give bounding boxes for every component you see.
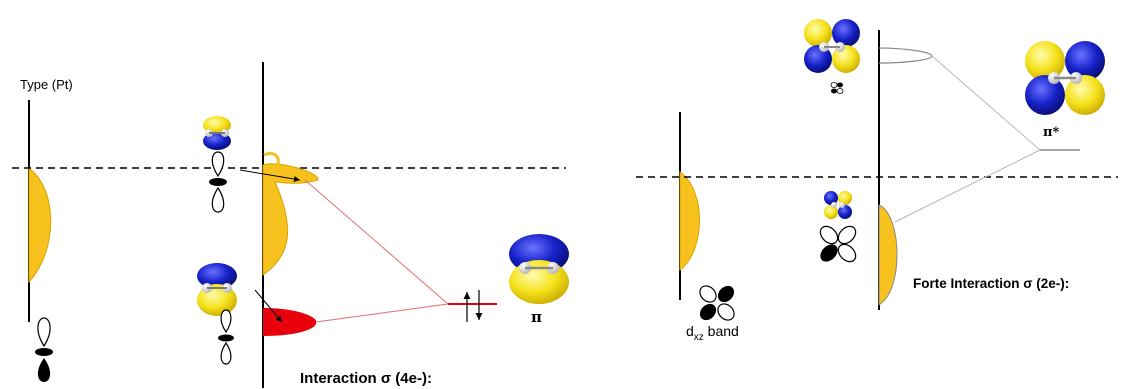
pt-dz2-orbital-icon [35,317,53,382]
antibonding-band-outline [878,47,933,64]
pt-dz2-orbital-icon [218,309,234,365]
arrow-to-bonding [254,289,283,323]
small-dxz-orbital-icon [830,82,844,94]
dxz-band-subscript: xz [693,331,704,343]
connector-lower-right [894,149,1041,223]
dxz-band-label: dxz band [686,323,739,343]
electron-pair-arrows-icon [463,290,483,322]
dxz-orbital-icon [819,225,857,263]
connector-upper [304,179,449,305]
pi-label: π [531,308,542,326]
pi-star-orbital-icon [804,19,860,73]
bonding-orbital-small-icon [824,191,852,219]
ethylene-pi-star-orbital-icon [1025,41,1105,115]
connector-lower [315,303,449,323]
ethylene-pi-orbital-icon [509,234,569,304]
antibonding-band-curve [262,163,319,276]
type-pt-label: Type (Pt) [20,77,73,92]
dxz-band-curve [679,171,700,272]
occupied-band-curve [263,308,317,336]
pt-dz2-orbital-icon [209,151,227,213]
bonding-band-curve [878,204,898,306]
forte-interaction-label: Forte Interaction σ (2e-): [913,276,1070,291]
connector-upper-right [931,55,1041,151]
interaction-4e-label: Interaction σ (4e-): [300,370,432,387]
pt-d-band-curve [28,166,52,284]
dxz-orbital-icon [699,285,735,321]
band-top-arc [263,151,280,166]
arrow-to-antibonding [239,169,301,182]
dxz-band-main: d [686,323,694,339]
antibonding-orbital-icon [203,116,231,150]
left-panel [12,62,569,388]
right-panel [636,19,1118,321]
bonding-orbital-icon [197,263,237,316]
dxz-band-suffix: band [703,323,739,339]
pi-star-label: π* [1043,125,1060,140]
